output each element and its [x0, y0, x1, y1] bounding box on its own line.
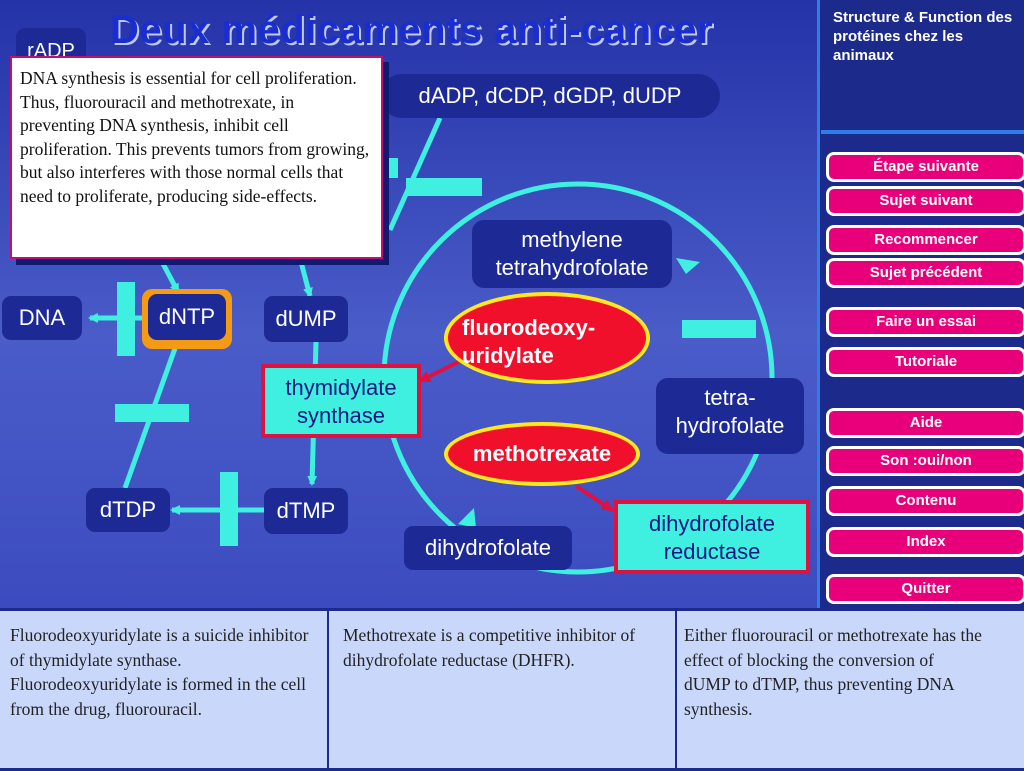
dntp-box: dNTP [148, 294, 226, 340]
dump-box: dUMP [264, 296, 348, 342]
dna-label: DNA [18, 305, 66, 330]
notes-divider-1 [327, 611, 329, 771]
previous-topic-button[interactable]: Sujet précédent [826, 258, 1024, 288]
try-it-label: Faire un essai [875, 313, 977, 330]
dihydrofolate-label: dihydrofolate [425, 535, 551, 560]
pathway-arrows [88, 116, 775, 575]
sidebar [820, 0, 1024, 608]
dihydrofolate-box: dihydrofolate [404, 526, 572, 570]
cycle-arrowhead-methylene [676, 258, 700, 274]
help-label: Aide [909, 414, 943, 431]
try-it-button[interactable]: Faire un essai [826, 307, 1024, 337]
thymidylate-synthase-box: thymidylate synthase [261, 364, 421, 438]
quit-button[interactable]: Quitter [826, 574, 1024, 604]
methotrexate-label: methotrexate [472, 441, 612, 466]
note-blocking: Either fluorouracil or methotrexate has … [684, 625, 982, 719]
sidebar-divider-vertical [817, 0, 821, 608]
dhfr-label: dihydrofolate reductase [649, 511, 775, 564]
block-bar-dtdp [115, 404, 189, 422]
dtmp-label: dTMP [276, 498, 336, 523]
popup-text: DNA synthesis is essential for cell prol… [20, 68, 370, 206]
dtmp-box: dTMP [264, 488, 348, 534]
methotrexate-oval: methotrexate [444, 422, 640, 486]
methylene-thf-label: methylene tetrahydrofolate [495, 227, 649, 280]
sidebar-heading: Structure & Function des protéines chez … [833, 9, 1013, 64]
index-label: Index [906, 533, 946, 550]
diagram-canvas: Deux médicaments anti-cancer rADP dADP, … [0, 0, 820, 608]
help-button[interactable]: Aide [826, 408, 1024, 438]
cycle-arrowhead-dihydrofolate [458, 508, 476, 528]
dump-label: dUMP [275, 306, 337, 331]
dntp-list-box: dADP, dCDP, dGDP, dUDP [380, 74, 720, 118]
dhfr-box: dihydrofolate reductase [614, 500, 810, 574]
thymidylate-synthase-label: thymidylate synthase [285, 375, 397, 428]
dtdp-label: dTDP [99, 497, 157, 522]
next-step-label: Étape suivante [873, 158, 979, 175]
inhibitor-arrow-fdump [418, 358, 463, 383]
tutorial-button[interactable]: Tutoriale [826, 347, 1024, 377]
block-bar-dtmp [220, 472, 238, 546]
fluorodeoxyuridylate-label: fluorodeoxy-uridylate [462, 315, 596, 368]
quit-label: Quitter [901, 580, 951, 597]
index-button[interactable]: Index [826, 527, 1024, 557]
next-topic-button[interactable]: Sujet suivant [826, 186, 1024, 216]
notes-panel: Fluorodeoxyuridylate is a suicide inhibi… [0, 608, 1024, 771]
arrow-to-dump [297, 257, 313, 298]
note-methotrexate: Methotrexate is a competitive inhibitor … [343, 625, 636, 670]
previous-topic-label: Sujet précédent [869, 264, 983, 281]
block-bar-top-2 [380, 158, 398, 178]
dna-box: DNA [2, 296, 82, 340]
page-title: Deux médicaments anti-cancer [110, 8, 714, 52]
note-fluorodeoxyuridylate: Fluorodeoxyuridylate is a suicide inhibi… [10, 625, 309, 719]
sound-toggle-button[interactable]: Son :oui/non [826, 446, 1024, 476]
tutorial-label: Tutoriale [894, 353, 958, 370]
notes-divider-2 [675, 611, 677, 771]
inhibitor-arrow-methotrexate [574, 484, 614, 512]
sound-toggle-label: Son :oui/non [880, 452, 972, 469]
contents-label: Contenu [895, 492, 957, 509]
fluorodeoxyuridylate-oval: fluorodeoxy-uridylate [444, 292, 650, 384]
arrow-to-dntp [157, 256, 181, 294]
info-popup: DNA synthesis is essential for cell prol… [10, 56, 383, 259]
arrow-to-dntp-list [387, 116, 443, 232]
sidebar-divider-horizontal [821, 130, 1024, 134]
dntp-list-label: dADP, dCDP, dGDP, dUDP [418, 83, 682, 108]
tetrahydrofolate-box: tetra-hydrofolate [656, 378, 804, 454]
next-topic-label: Sujet suivant [879, 192, 973, 209]
block-bar-dna [117, 282, 135, 356]
next-step-button[interactable]: Étape suivante [826, 152, 1024, 182]
dtdp-box: dTDP [86, 488, 170, 532]
tetrahydrofolate-label: tetra-hydrofolate [675, 385, 785, 438]
restart-button[interactable]: Recommencer [826, 225, 1024, 255]
dntp-label: dNTP [158, 304, 216, 329]
methylene-thf-box: methylene tetrahydrofolate [472, 220, 672, 288]
restart-label: Recommencer [874, 231, 978, 248]
contents-button[interactable]: Contenu [826, 486, 1024, 516]
block-bar-cycle [682, 320, 756, 338]
block-bar-top-1 [406, 178, 482, 196]
